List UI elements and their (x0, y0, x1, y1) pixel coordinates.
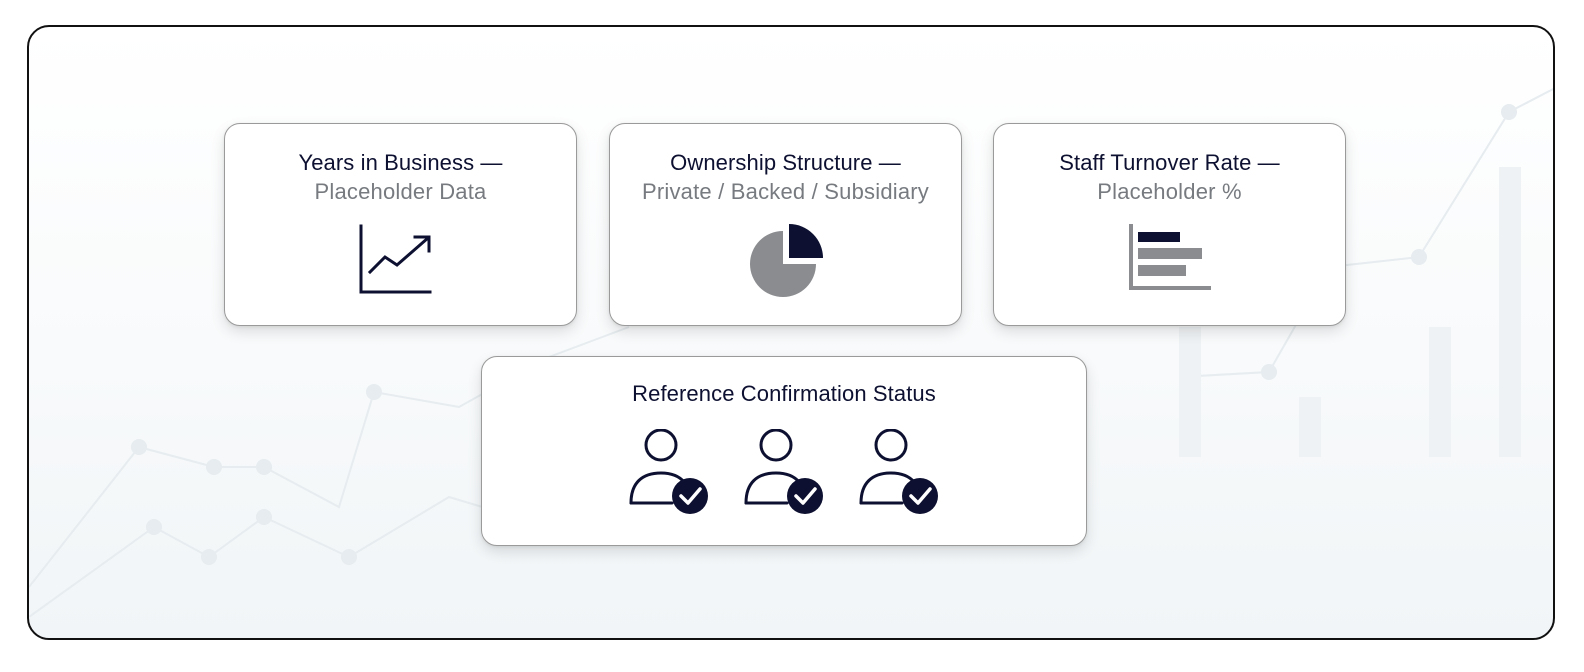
background-chart-decoration (29, 87, 1553, 618)
user-check-icon (744, 429, 823, 514)
card-subtitle: Placeholder Data (314, 179, 487, 204)
card-subtitle: Placeholder % (1097, 179, 1242, 204)
line-chart-trend-up-icon (359, 224, 432, 294)
card-title: Staff Turnover Rate — (1059, 150, 1280, 175)
years-in-business-card: Years in Business — Placeholder Data (224, 123, 577, 326)
reference-confirmation-card: Reference Confirmation Status (481, 356, 1087, 546)
card-title: Years in Business — (298, 150, 503, 175)
pie-chart-icon (750, 224, 823, 297)
card-subtitle: Private / Backed / Subsidiary (641, 179, 930, 204)
staff-turnover-card: Staff Turnover Rate — Placeholder % (993, 123, 1346, 326)
reference-status-list (482, 429, 1086, 519)
horizontal-bar-chart-icon (1129, 224, 1211, 290)
user-check-icon (859, 429, 938, 514)
ownership-structure-card: Ownership Structure — Private / Backed /… (609, 123, 962, 326)
user-check-icon (629, 429, 708, 514)
dashboard-frame: Years in Business — Placeholder Data Own… (27, 25, 1555, 640)
card-title: Reference Confirmation Status (632, 381, 936, 406)
card-title: Ownership Structure — (670, 150, 901, 175)
